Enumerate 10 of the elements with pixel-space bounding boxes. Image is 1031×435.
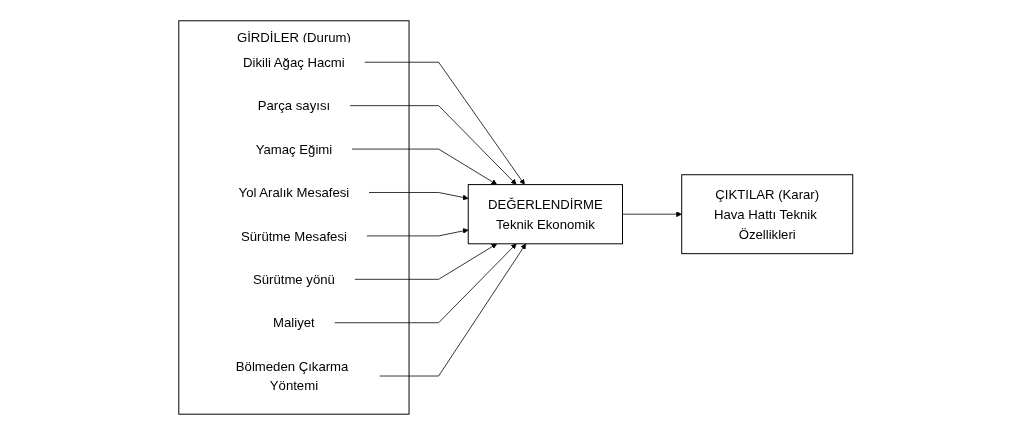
node-text: Sürütme Mesafesi (240, 228, 347, 244)
node-text: Yol Aralık Mesafesi (238, 185, 349, 200)
node-text: Dikili Ağaç Hacmi (242, 55, 345, 70)
node-text: Parça sayısı (257, 98, 330, 113)
node-text: Yamaç Eğimi (255, 141, 332, 157)
node-box: DEĞERLENDİRME Teknik Ekonomik (467, 184, 623, 245)
node-text: Sürütme yönü (252, 272, 335, 287)
node-text: Bölmeden Çıkarma Yöntemi (235, 358, 349, 394)
node-text: Maliyet (272, 315, 315, 330)
node-box: ÇIKTILAR (Karar) Hava Hattı Teknik Özellikleri (680, 174, 853, 255)
